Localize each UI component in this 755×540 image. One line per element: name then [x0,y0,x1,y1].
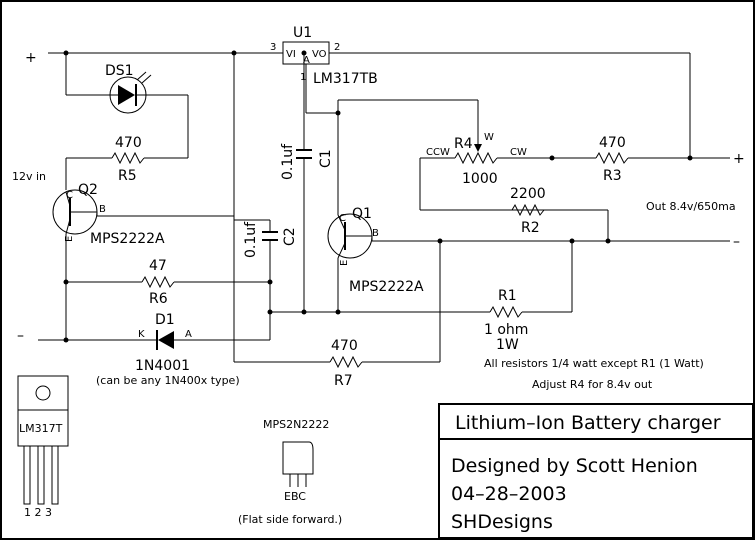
plus-in-label: + [25,50,37,66]
note-resistors: All resistors 1/4 watt except R1 (1 Watt… [484,357,704,370]
d1-diode: D1 K A 1N4001 (can be any 1N400x type) [96,312,240,387]
r4-ref: R4 [454,136,473,152]
r5-ref: R5 [118,168,137,184]
u1-pin1: 1 [300,72,306,83]
transistor-note: (Flat side forward.) [238,513,342,526]
r1-value: 1 ohm [484,322,528,338]
q1-transistor: Q1 C B E MPS2222A [327,206,730,312]
title-text: Lithium–Ion Battery charger [455,412,721,434]
note-adjust: Adjust R4 for 8.4v out [532,378,653,391]
r4-value: 1000 [462,171,498,187]
r2-ref: R2 [521,220,540,236]
q2-pin-e: E [64,236,75,242]
ds1-ref: DS1 [105,63,134,79]
ds1-led: DS1 [105,63,152,114]
minus-out-label: – [733,234,740,250]
q2-part: MPS2222A [90,231,165,247]
date-text: 04–28–2003 [451,483,567,505]
r7-ref: R7 [334,373,353,389]
adj-node-wires [305,82,479,215]
negative-rail-wires [38,311,470,341]
q2-transistor: Q2 C B E MPS2222A [52,182,234,340]
r2-value: 2200 [510,186,546,202]
r5-resistor: 470 R5 [65,135,188,190]
d1-note: (can be any 1N400x type) [96,374,240,387]
r6-value: 47 [149,258,167,274]
transistor-package-label: MPS2N2222 [263,418,329,431]
u1-pin-vo: VO [312,49,327,60]
lm317t-label: LM317T [19,422,63,435]
r7-value: 470 [331,338,358,354]
r6-ref: R6 [149,291,168,307]
u1-pin-adj: A [303,55,310,66]
designer-text: Designed by Scott Henion [451,455,698,477]
transistor-pins: EBC [284,490,306,503]
c1-value: 0.1uf [280,143,296,180]
q1-pin-b: B [372,228,379,239]
c2-ref: C2 [282,227,298,246]
r5-value: 470 [115,135,142,151]
lm317t-package: LM317T 1 2 3 [17,375,69,519]
c2-value: 0.1uf [243,221,259,258]
d1-pin-a: A [185,329,192,340]
u1-pin-vi: VI [286,49,296,60]
positive-rail-wires [48,52,691,312]
q2-pin-c: C [66,190,73,201]
q2-pin-b: B [99,204,106,215]
q2-ref: Q2 [78,182,98,198]
r4-cw: CW [510,147,527,158]
r4-potentiometer: R4 W CCW CW 1000 [419,132,608,211]
u1-part: LM317TB [313,71,378,87]
output-spec: Out 8.4v/650ma [646,200,736,213]
q1-pin-e: E [339,260,350,266]
r1-resistor: R1 1 ohm 1W [470,241,573,353]
d1-part: 1N4001 [135,358,190,374]
q1-part: MPS2222A [349,279,424,295]
input-voltage-label: 12v in [12,170,46,183]
plus-out-label: + [733,151,745,167]
junction-dots [63,50,693,343]
q1-pin-c: C [339,213,346,224]
r3-resistor: 470 R3 [595,135,730,184]
company-text: SHDesigns [451,511,553,533]
r1-ref: R1 [498,288,517,304]
r3-value: 470 [599,135,626,151]
q1-ref: Q1 [352,206,372,222]
r1-power: 1W [496,337,519,353]
u1-pin2: 2 [334,42,340,53]
minus-in-label: – [17,328,24,344]
r4-ccw: CCW [426,147,450,158]
title-block: Lithium–Ion Battery charger Designed by … [438,403,754,539]
c2-capacitor: 0.1uf C2 [243,221,298,258]
r7-resistor: 470 R7 [233,216,441,389]
r4-wiper: W [484,132,494,143]
d1-ref: D1 [155,312,175,328]
transistor-package: MPS2N2222 EBC (Flat side forward.) [238,418,342,526]
r3-ref: R3 [603,168,622,184]
u1-pin3: 3 [270,42,276,53]
lm317t-pins: 1 2 3 [24,506,52,519]
u1-ref: U1 [293,25,312,41]
r6-resistor: 47 R6 [66,258,270,307]
c1-ref: C1 [318,149,334,168]
d1-pin-k: K [138,329,145,340]
r2-resistor: 2200 R2 [510,186,609,241]
c1-capacitor: 0.1uf C1 [280,143,334,180]
u1-regulator: U1 VI VO A 3 2 1 LM317TB [270,25,378,87]
